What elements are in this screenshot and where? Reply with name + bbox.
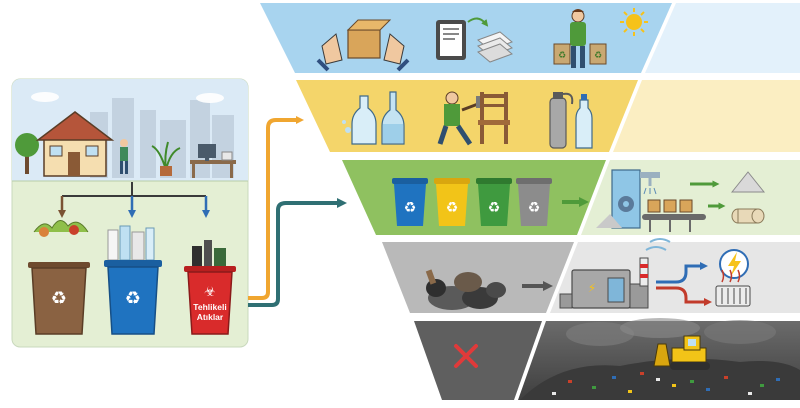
- flow-arrow-to-recycling: [248, 198, 347, 307]
- flow-arrow-to-reuse: [248, 116, 304, 300]
- svg-text:⚡: ⚡: [588, 281, 596, 295]
- tablet-icon: [436, 17, 489, 60]
- power-plant-icon: ⚡: [559, 238, 712, 309]
- svg-text:♻: ♻: [528, 200, 541, 216]
- svg-text:♻: ♻: [404, 200, 417, 216]
- mixed-waste-icon: [425, 269, 506, 310]
- tree-icon: [15, 133, 39, 174]
- tier-disposal: [414, 318, 800, 400]
- svg-text:♻: ♻: [51, 288, 67, 309]
- recycling-bin-icon: ♻: [104, 225, 162, 335]
- gardener-icon: [120, 139, 128, 174]
- svg-text:♻: ♻: [125, 288, 141, 309]
- landfill-icon: [520, 318, 800, 400]
- plant-icon: [151, 141, 181, 176]
- house-icon: [35, 111, 115, 177]
- hands-box-icon: [316, 19, 410, 72]
- tier-recovery: ⚡: [382, 238, 800, 313]
- desk-icon: [190, 144, 236, 178]
- tier-reuse: [296, 80, 800, 152]
- paper-stack-icon: [477, 31, 513, 63]
- lightning-icon: [719, 249, 749, 279]
- svg-text:♻: ♻: [488, 200, 501, 216]
- hazardous-bin-icon: ☣: [184, 240, 236, 335]
- bulldozer-icon: [653, 335, 710, 370]
- household-panel: ♻ ♻ ☣: [11, 78, 249, 348]
- reusable-bottle-icon: [549, 92, 593, 149]
- shopper-icon: ♻ ♻: [553, 9, 607, 68]
- recycling-machine-icon: [596, 169, 766, 232]
- svg-text:♻: ♻: [594, 51, 602, 61]
- radiator-icon: [715, 269, 751, 307]
- svg-text:☣: ☣: [204, 285, 216, 300]
- svg-text:♻: ♻: [446, 200, 459, 216]
- svg-text:♻: ♻: [558, 51, 566, 61]
- tier-recycling: ♻ ♻ ♻ ♻: [342, 160, 800, 235]
- clouds: [31, 92, 224, 103]
- cross-icon: [454, 344, 478, 368]
- glass-bottles-icon: [342, 91, 405, 145]
- hazardous-bin-label: Tehlikeli Atıklar: [185, 302, 235, 322]
- chair-repair-icon: [437, 91, 510, 146]
- hazardous-bin-label-line1: Tehlikeli: [193, 302, 227, 312]
- tier-prevention: ♻ ♻: [260, 3, 800, 73]
- sun-icon: [620, 8, 648, 36]
- hazardous-bin-label-line2: Atıklar: [196, 312, 224, 322]
- sorting-bins-icon: ♻ ♻ ♻ ♻: [392, 178, 552, 226]
- organic-bin-icon: ♻: [28, 220, 90, 335]
